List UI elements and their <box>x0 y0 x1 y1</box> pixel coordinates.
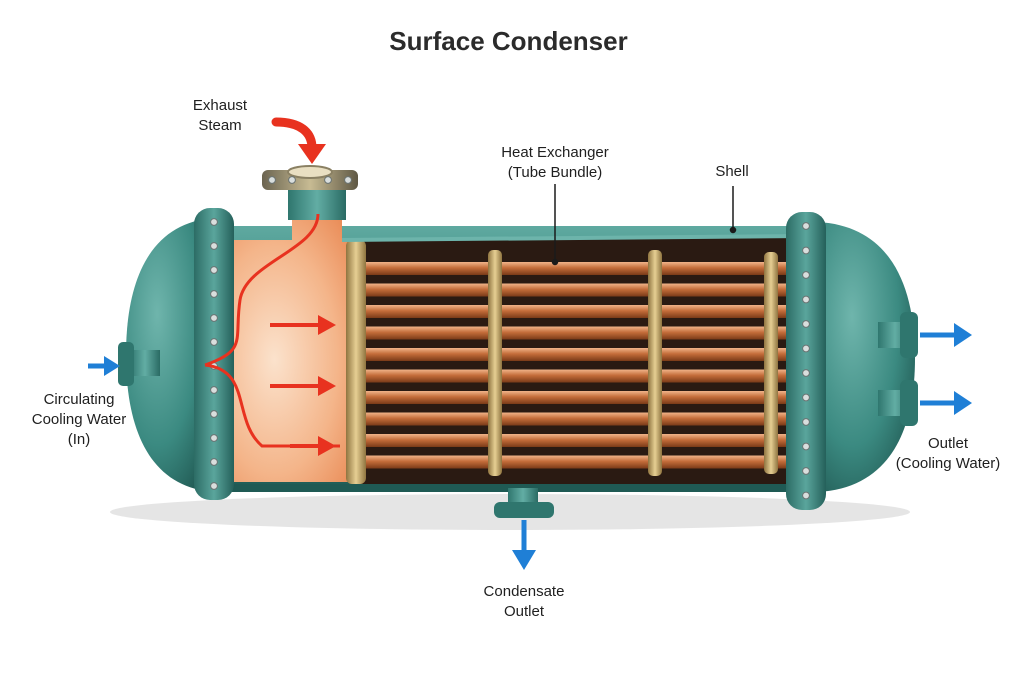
label-outlet-line-1: Outlet <box>927 435 969 452</box>
label-cooling-in-line-2: Cooling Water <box>31 411 127 428</box>
bolt <box>802 369 810 377</box>
outlet-flange-lower <box>900 380 918 426</box>
steam-flow-line-1 <box>204 213 320 367</box>
label-condensate-line-2: Outlet <box>503 603 545 620</box>
bolt <box>802 442 810 451</box>
bolt <box>210 242 218 250</box>
copper-tube <box>360 455 800 469</box>
right-flange <box>786 212 826 510</box>
copper-tube <box>360 412 800 426</box>
bolt <box>802 467 810 475</box>
copper-tube <box>360 391 800 404</box>
copper-tube <box>360 348 800 361</box>
outlet-flange-upper <box>900 312 918 358</box>
left-dome <box>126 218 215 492</box>
steam-inlet-flange <box>262 170 358 190</box>
baffle-1 <box>488 250 502 476</box>
steam-flow-arrows <box>270 315 336 456</box>
bolt <box>802 393 810 402</box>
steam-flow-lines <box>204 213 340 448</box>
flange-bolts <box>210 176 810 514</box>
bolt <box>210 218 218 226</box>
tube-sheet <box>346 240 366 484</box>
label-exhaust-steam-line-2: Steam <box>198 117 242 134</box>
cooling-inlet-nozzle <box>130 350 160 376</box>
label-cooling-in-line-3: (In) <box>67 431 91 448</box>
outlet-arrow-lower-head <box>954 391 972 415</box>
steam-arrow-head-2 <box>318 376 336 396</box>
tube-bundle <box>360 262 800 469</box>
copper-tube <box>360 326 800 340</box>
label-condensate-line-1: Condensate <box>483 583 565 600</box>
cooling-inlet-flange <box>118 342 134 386</box>
bolt <box>268 176 276 184</box>
copper-tube <box>360 283 800 297</box>
leader-lines <box>551 184 737 266</box>
steam-chamber <box>222 210 372 482</box>
bolt <box>802 222 810 230</box>
label-tube-bundle-line-2: (Tube Bundle) <box>507 164 603 181</box>
bolt <box>802 320 810 328</box>
label-cooling-in: Circulating Cooling Water (In) <box>18 390 140 450</box>
cooling-in-arrow-head <box>104 356 120 376</box>
copper-tube <box>360 262 800 275</box>
condensate-flange <box>494 502 554 518</box>
label-shell-line-1: Shell <box>715 163 749 180</box>
diagram-title: Surface Condenser <box>389 26 628 56</box>
support-baffles <box>488 250 778 476</box>
label-shell: Shell <box>702 162 762 182</box>
bolt <box>802 295 810 304</box>
bolt <box>802 418 810 426</box>
bolt <box>802 344 810 353</box>
label-tube-bundle: Heat Exchanger (Tube Bundle) <box>480 143 630 183</box>
bolt <box>802 271 810 279</box>
bolt <box>210 386 218 394</box>
left-flange <box>194 208 234 500</box>
bolt <box>210 266 218 274</box>
label-tube-bundle-line-1: Heat Exchanger <box>501 144 609 161</box>
copper-tube <box>360 434 800 447</box>
steam-arrow-head-1 <box>318 315 336 335</box>
condensate-arrow-head <box>512 550 536 570</box>
bolt <box>802 246 810 255</box>
copper-tube <box>360 305 800 318</box>
label-outlet: Outlet (Cooling Water) <box>888 434 1008 474</box>
bolt <box>344 176 352 184</box>
bolt <box>210 314 218 322</box>
shell-leader-dot <box>729 226 737 234</box>
label-condensate: Condensate Outlet <box>468 582 580 622</box>
outlet-arrow-upper-head <box>954 323 972 347</box>
bolt <box>210 482 218 490</box>
label-exhaust-steam-line-1: Exhaust <box>192 97 248 114</box>
bolt <box>210 458 218 466</box>
copper-tube <box>360 369 800 383</box>
steam-arrow-head-3 <box>318 436 336 456</box>
bolt <box>210 290 218 298</box>
label-cooling-in-line-1: Circulating <box>43 391 115 408</box>
label-outlet-line-2: (Cooling Water) <box>895 455 1001 472</box>
exhaust-steam-arrowhead <box>298 144 326 164</box>
bolt <box>210 434 218 442</box>
baffle-2 <box>648 250 662 476</box>
bolt <box>210 338 218 346</box>
steam-inlet-opening <box>287 165 333 179</box>
bolt <box>802 491 810 500</box>
water-flow-arrows <box>88 323 972 570</box>
bolt <box>288 176 296 184</box>
right-dome <box>818 222 915 492</box>
tube-bundle-leader-dot <box>551 258 559 266</box>
label-exhaust-steam: Exhaust Steam <box>178 96 262 136</box>
baffle-3 <box>764 252 778 474</box>
steam-flow-line-2 <box>204 363 340 448</box>
bolt <box>324 176 332 184</box>
bolt <box>210 410 218 418</box>
